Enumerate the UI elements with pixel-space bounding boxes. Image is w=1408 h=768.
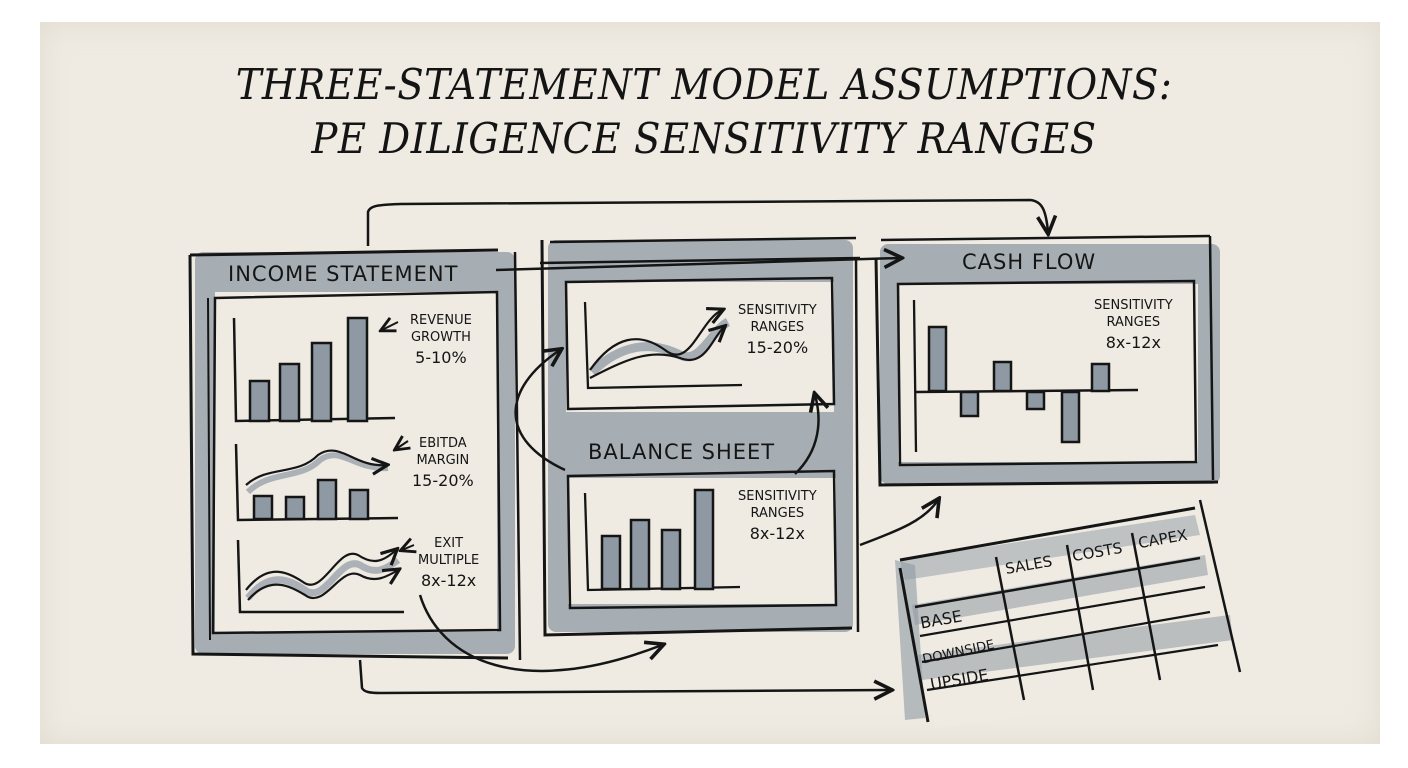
title-line-1: THREE-STATEMENT MODEL ASSUMPTIONS: (235, 60, 1173, 109)
cash-flow-card (874, 234, 1220, 487)
title-line-2: PE DILIGENCE SENSITIVITY RANGES (311, 114, 1097, 163)
income-statement-header: INCOME STATEMENT (228, 262, 459, 286)
arrow-exit-to-balance (418, 594, 662, 673)
note-label-2: RANGES (750, 506, 805, 521)
note-label-1: SENSITIVITY (1094, 298, 1173, 313)
balance-sheet-card (514, 236, 861, 637)
note-label-2: MARGIN (416, 453, 470, 468)
arrow-balance-to-table (859, 500, 938, 547)
note-label-1: SENSITIVITY (738, 303, 817, 318)
page-title: THREE-STATEMENT MODEL ASSUMPTIONS: PE DI… (56, 58, 1351, 166)
ebitda-margin-annotation: EBITDA MARGIN 15-20% (412, 435, 474, 489)
income-statement-card (188, 248, 522, 661)
note-label-1: SENSITIVITY (738, 489, 817, 504)
note-label-2: RANGES (750, 320, 805, 335)
arrow-income-to-cashflow (495, 258, 900, 272)
note-label-2: MULTIPLE (418, 553, 480, 568)
exit-multiple-annotation: EXIT MULTIPLE 8x-12x (418, 535, 479, 589)
note-label-1: EBITDA (419, 436, 467, 451)
balance-sensitivity-annotation-bottom: SENSITIVITY RANGES 8x-12x (738, 488, 817, 542)
arrow-income-to-table (358, 659, 890, 693)
arrow-income-to-cashflow-top (366, 198, 1048, 246)
note-label-1: REVENUE (410, 313, 472, 328)
note-label-1: EXIT (434, 536, 464, 551)
note-value: 5-10% (415, 348, 467, 367)
cash-flow-sensitivity-annotation: SENSITIVITY RANGES 8x-12x (1094, 297, 1173, 351)
note-value: 8x-12x (421, 571, 477, 590)
balance-sheet-header: BALANCE SHEET (588, 440, 776, 464)
note-value: 8x-12x (1105, 333, 1161, 352)
balance-sensitivity-annotation-top: SENSITIVITY RANGES 15-20% (738, 302, 817, 356)
note-label-2: GROWTH (410, 330, 471, 345)
cash-flow-header: CASH FLOW (962, 250, 1097, 274)
note-label-2: RANGES (1106, 315, 1161, 330)
note-value: 15-20% (746, 338, 809, 357)
scenario-table-grid (895, 499, 1242, 728)
revenue-growth-annotation: REVENUE GROWTH 5-10% (410, 312, 472, 366)
flow-arrows (358, 198, 1048, 693)
note-value: 8x-12x (749, 524, 805, 543)
note-value: 15-20% (412, 471, 474, 490)
